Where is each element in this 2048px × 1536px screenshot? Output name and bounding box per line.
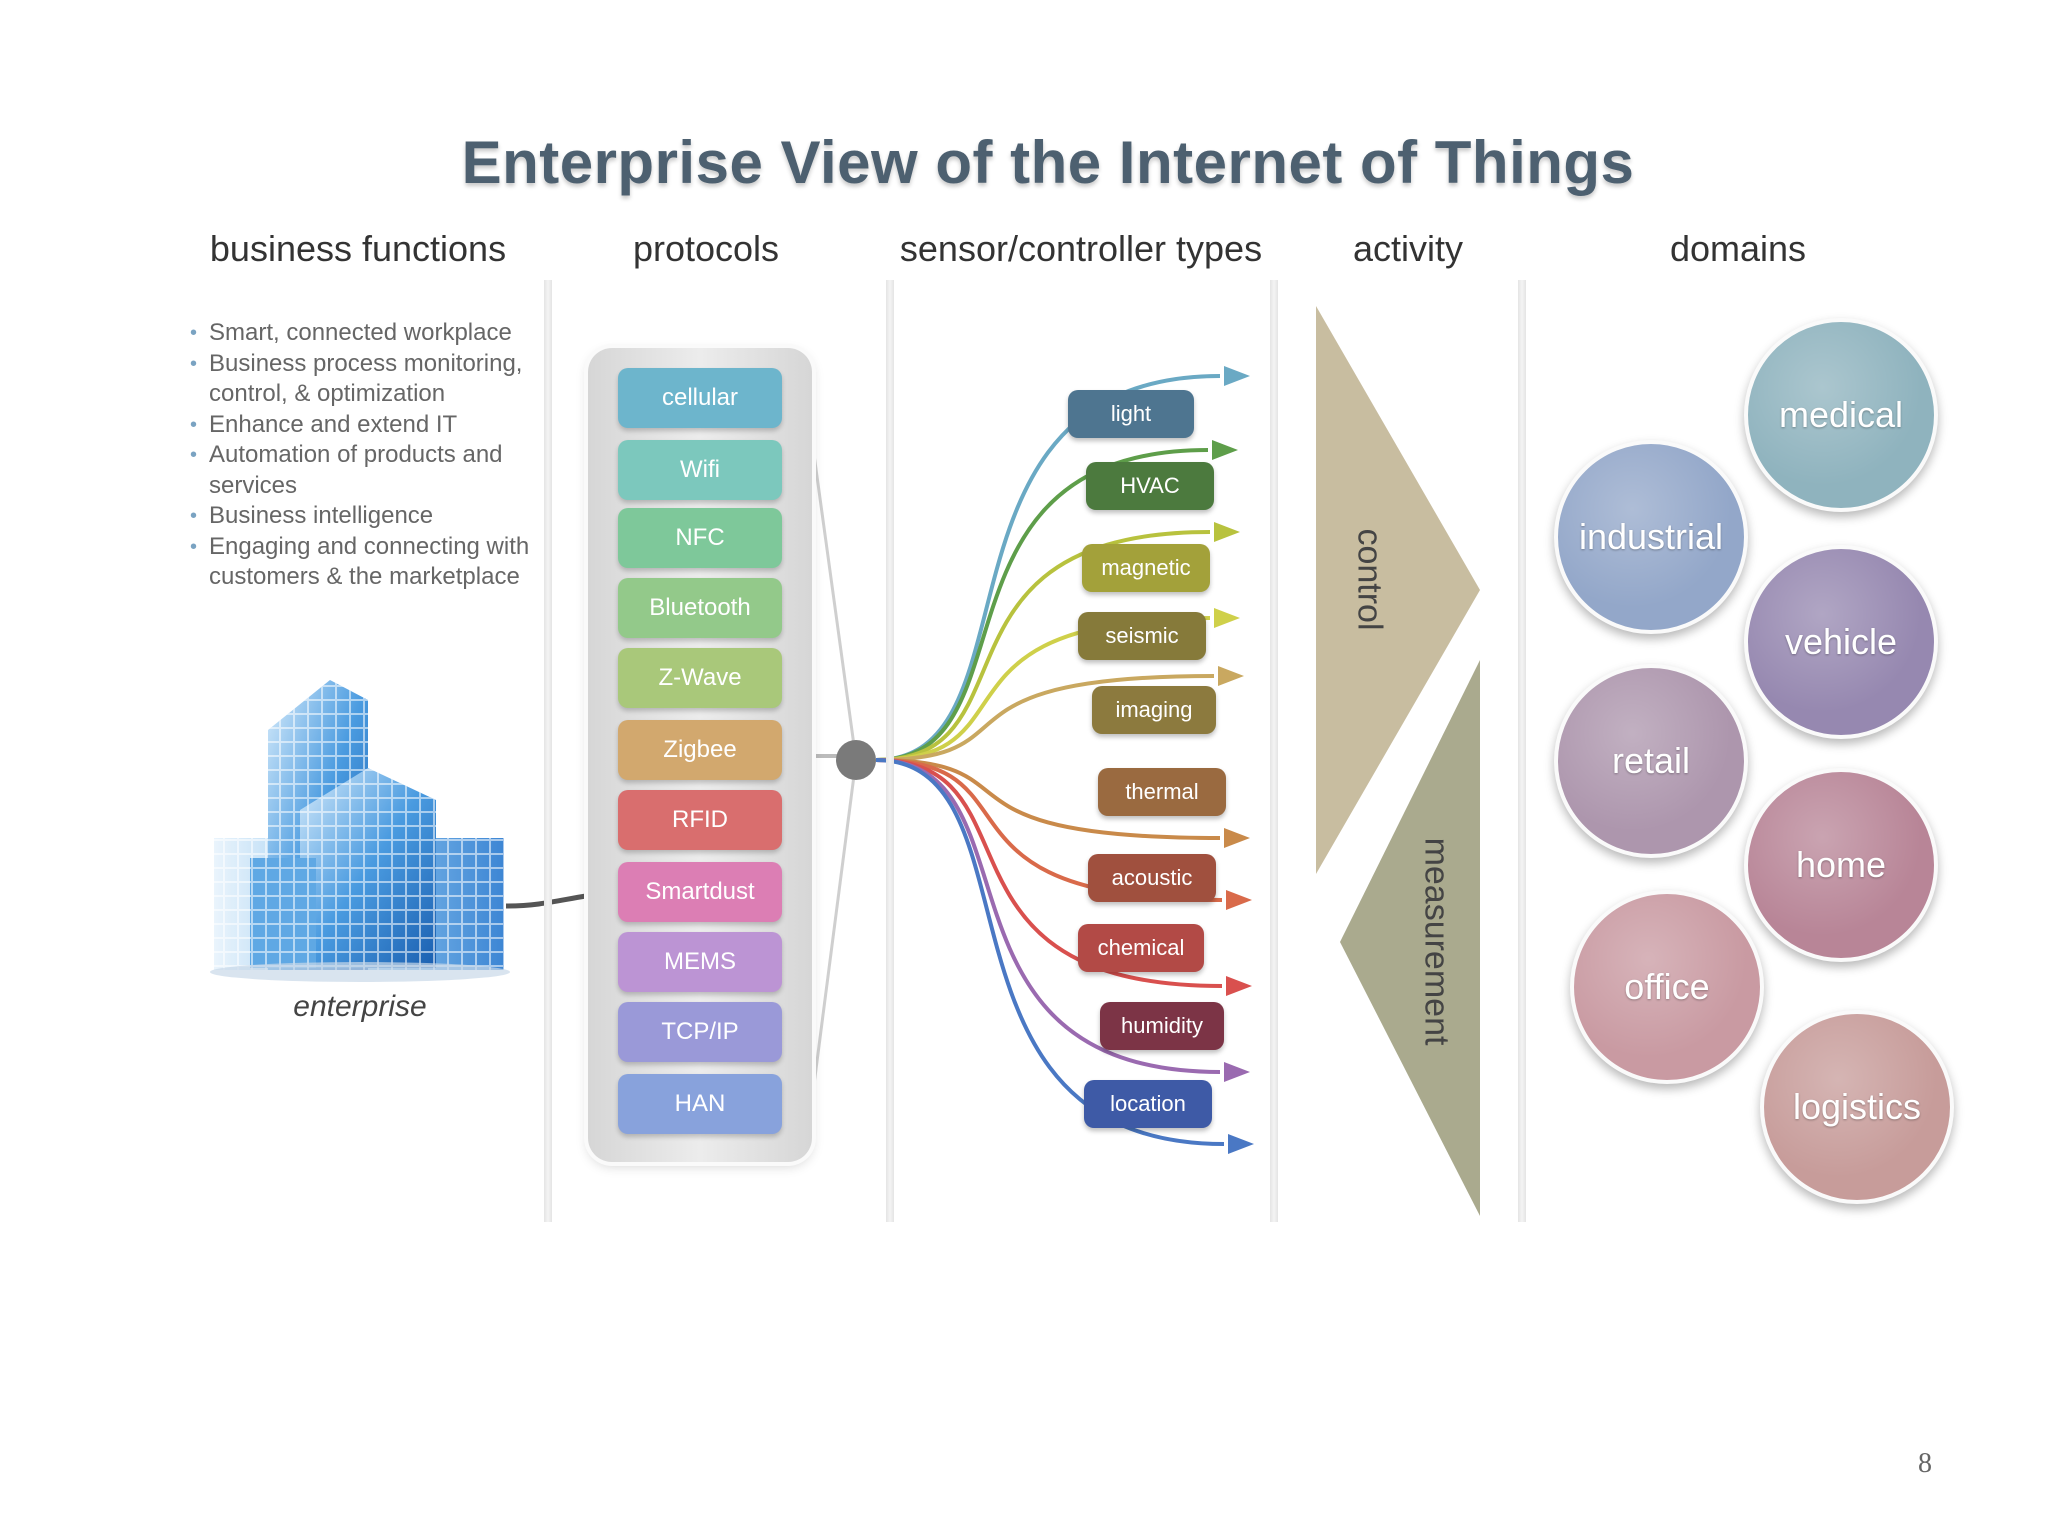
sensor-curve bbox=[875, 674, 1215, 762]
enterprise-label: enterprise bbox=[293, 990, 427, 1023]
measurement-arrow bbox=[1340, 660, 1480, 1216]
measurement-label: measurement bbox=[1417, 837, 1456, 1046]
enterprise-building-icon bbox=[210, 680, 587, 982]
sensor-connection-curves bbox=[875, 366, 1254, 1154]
arrowhead-icon bbox=[1218, 666, 1244, 686]
arrowhead-icon bbox=[1214, 608, 1240, 628]
sensor-light: light bbox=[1068, 390, 1194, 438]
sensor-curve bbox=[875, 758, 1221, 1074]
list-item: Engaging and connecting with customers &… bbox=[190, 532, 540, 593]
domain-office: office bbox=[1570, 890, 1764, 1084]
list-item: Smart, connected workplace bbox=[190, 318, 540, 349]
list-item: Business intelligence bbox=[190, 501, 540, 532]
sensor-hvac: HVAC bbox=[1086, 462, 1214, 510]
domain-retail: retail bbox=[1554, 664, 1748, 858]
sensor-curve bbox=[875, 758, 1223, 988]
column-header-business-functions: business functions bbox=[209, 228, 507, 269]
column-header-sensor-types: sensor/controller types bbox=[899, 228, 1263, 269]
column-divider bbox=[1270, 280, 1278, 1222]
protocol-pill: Wifi bbox=[618, 440, 782, 500]
arrowhead-icon bbox=[1214, 522, 1240, 542]
arrowhead-icon bbox=[1212, 440, 1238, 460]
slide-title: Enterprise View of the Internet of Thing… bbox=[461, 129, 1635, 196]
domain-industrial: industrial bbox=[1554, 440, 1748, 634]
sensor-curve bbox=[875, 758, 1221, 840]
control-arrow bbox=[1316, 306, 1480, 874]
protocol-pill: Z-Wave bbox=[618, 648, 782, 708]
control-label: control bbox=[1350, 528, 1389, 631]
arrowhead-icon bbox=[1226, 976, 1252, 996]
sensor-seismic: seismic bbox=[1078, 612, 1206, 660]
protocol-pill: HAN bbox=[618, 1074, 782, 1134]
sensor-thermal: thermal bbox=[1098, 768, 1226, 816]
list-item: Automation of products and services bbox=[190, 440, 540, 501]
page-number: 8 bbox=[1918, 1448, 1932, 1479]
protocol-pill: TCP/IP bbox=[618, 1002, 782, 1062]
protocol-pill: Zigbee bbox=[618, 720, 782, 780]
business-functions-list: Smart, connected workplace Business proc… bbox=[190, 318, 540, 593]
column-header-domains: domains bbox=[1669, 228, 1807, 269]
sensor-location: location bbox=[1084, 1080, 1212, 1128]
column-header-protocols: protocols bbox=[632, 228, 780, 269]
protocol-pill: NFC bbox=[618, 508, 782, 568]
list-item: Enhance and extend IT bbox=[190, 410, 540, 441]
sensor-acoustic: acoustic bbox=[1088, 854, 1216, 902]
column-divider bbox=[1518, 280, 1526, 1222]
domain-medical: medical bbox=[1744, 318, 1938, 512]
arrowhead-icon bbox=[1226, 890, 1252, 910]
protocol-pill: Bluetooth bbox=[618, 578, 782, 638]
domain-logistics: logistics bbox=[1760, 1010, 1954, 1204]
protocol-pill: cellular bbox=[618, 368, 782, 428]
arrowhead-icon bbox=[1224, 1062, 1250, 1082]
column-divider bbox=[886, 280, 894, 1222]
arrowhead-icon bbox=[1224, 828, 1250, 848]
column-header-activity: activity bbox=[1352, 228, 1464, 269]
column-divider bbox=[544, 280, 552, 1222]
sensor-imaging: imaging bbox=[1092, 686, 1216, 734]
arrowhead-icon bbox=[1224, 366, 1250, 386]
arrowhead-icon bbox=[1228, 1134, 1254, 1154]
protocol-pill: MEMS bbox=[618, 932, 782, 992]
domain-home: home bbox=[1744, 768, 1938, 962]
list-item: Business process monitoring, control, & … bbox=[190, 349, 540, 410]
protocol-pill: Smartdust bbox=[618, 862, 782, 922]
protocol-pill: RFID bbox=[618, 790, 782, 850]
sensor-magnetic: magnetic bbox=[1082, 544, 1210, 592]
sensor-humidity: humidity bbox=[1100, 1002, 1224, 1050]
domain-vehicle: vehicle bbox=[1744, 545, 1938, 739]
hub-node bbox=[836, 740, 876, 780]
sensor-chemical: chemical bbox=[1078, 924, 1204, 972]
